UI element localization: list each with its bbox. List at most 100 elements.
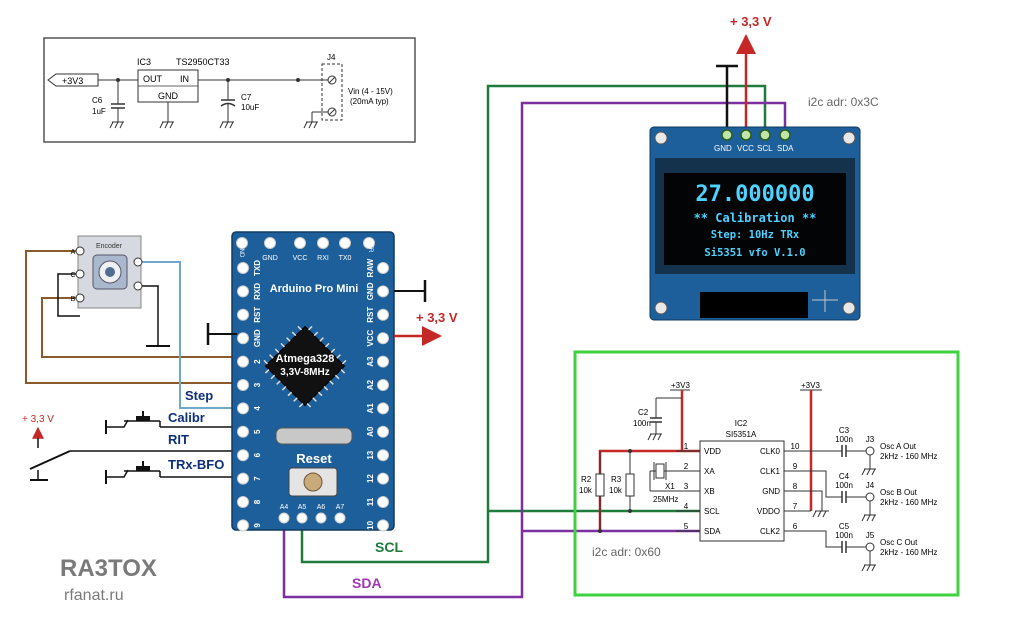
output-cap-val: 100n [835,481,853,490]
encoder-b-wire [41,297,237,358]
crystal-can [275,427,353,445]
header-pin-left [237,519,249,532]
c7-ref: C7 [241,93,252,102]
controls-block: Calibr + 3,3 V RIT TRx-BFO [22,410,237,484]
encoder-title: Encoder [96,243,123,250]
c6-ref: C6 [92,96,103,105]
ic3-part: TS2950CT33 [176,57,230,67]
header-pin-left [237,496,249,508]
left-pin-label: 2 [253,359,262,364]
si5351-i2c-addr: i2c adr: 0x60 [592,545,661,559]
top-pin-dtr: DTR [367,240,373,253]
header-pin-right [377,379,389,391]
header-pin [264,237,276,249]
chip-label-line1: Atmega328 [276,353,335,365]
right-pin-label: 10 [366,520,375,529]
left-pin-label: RXD [253,283,262,300]
output-jack [865,446,875,456]
right-pin-label: A1 [366,403,375,414]
output-range: 2kHz - 160 MHz [880,452,937,461]
oled-mode-line: ** Calibration ** [694,211,817,225]
bus-wires: SCL SDA [282,84,787,599]
arduino-supply-label: + 3,3 V [416,310,458,325]
si-left-pin-name: VDD [704,447,721,456]
oled-module: GND VCC SCL SDA 27.000000 ** Calibration… [649,126,861,321]
output-jack-ref: J3 [866,435,875,444]
c2-val: 100n [633,419,651,428]
j4-ref: J4 [327,53,336,62]
right-pin-label: A3 [366,356,375,367]
right-pin-label: RST [366,307,375,323]
si5351-frame [573,350,960,597]
si-right-pin-name: GND [762,487,780,496]
si-left-pin-name: XA [704,467,715,476]
c6-val: 1uF [92,107,106,116]
output-cap-ref: C5 [839,522,850,531]
output-jack [865,542,875,552]
left-pin-label: 7 [253,476,262,481]
si-left-pin-num: 2 [684,462,689,471]
si-right-pin-name: VDDO [757,507,780,516]
output-jack-ref: J4 [866,481,875,490]
si-left-pin-name: SDA [704,527,721,536]
header-pin-left [237,425,249,438]
step-label: Step [185,388,213,403]
header-pin-right [377,472,389,485]
header-pin-right [377,262,389,274]
ic3-pin-gnd: GND [158,91,179,101]
output-cap-ref: C3 [839,426,850,435]
oled-supply: + 3,3 V i2c adr: 0x3C [716,14,879,128]
top-pin-gnd: GND [262,255,278,262]
sda-wire-oled [282,101,787,599]
header-pin-left [237,449,249,462]
vin-line2: (20mA typ) [350,97,389,106]
left-pin-label: 9 [253,523,262,528]
output-name: Osc B Out [880,488,918,497]
si-supply-a: +3V3 [671,381,690,390]
ic3-pin-in: IN [180,74,189,84]
encoder-pin-b: B [71,296,76,303]
si-right-pin-name: CLK2 [760,527,781,536]
output-name: Osc A Out [880,442,917,451]
output-cap-ref: C4 [839,472,850,481]
right-pin-label: A0 [366,426,375,437]
top-pin-tx0: TX0 [339,255,352,262]
oled-step-line: Step: 10Hz TRx [711,229,800,241]
header-pin-left [237,402,249,415]
ic3-ref: IC3 [137,57,151,67]
encoder-c-wire [57,273,80,317]
oled-frequency: 27.000000 [695,182,814,207]
r2-ref: R2 [581,475,592,484]
output-jack-ref: J5 [866,531,875,540]
si-left-pin-num: 3 [684,482,689,491]
oled-pin-vcc: VCC [737,144,754,153]
right-pin-label: RAW [366,258,375,277]
arduino-board: Arduino Pro Mini Atmega328 3,3V-8MHz Res… [231,231,395,532]
c2-ref: C2 [638,408,649,417]
output-name: Osc C Out [880,538,918,547]
oled-pin-scl: SCL [757,144,773,153]
chip-label-line2: 3,3V-8MHz [280,367,329,378]
header-pin-left [237,262,249,274]
header-pin-right [377,425,389,438]
header-pin-left [237,379,249,391]
encoder-pin-c: C [70,272,75,279]
arduino-title: Arduino Pro Mini [270,283,359,295]
right-pin-label: 13 [366,450,375,459]
header-pin-right [377,449,389,462]
left-pin-label: 4 [253,406,262,411]
right-pin-label: GND [366,282,375,300]
header-pin-right [377,402,389,415]
oled-supply-label: + 3,3 V [730,14,772,29]
oled-pin-gnd: GND [714,144,732,153]
top-pin-rxi: RXI [317,255,329,262]
arduino-external-wires: + 3,3 V [206,280,458,346]
header-pin-right [377,355,389,368]
oled-screen [664,173,846,265]
output-range: 2kHz - 160 MHz [880,548,937,557]
sda-bus-label: SDA [352,575,382,591]
header-pin-right [377,496,389,508]
